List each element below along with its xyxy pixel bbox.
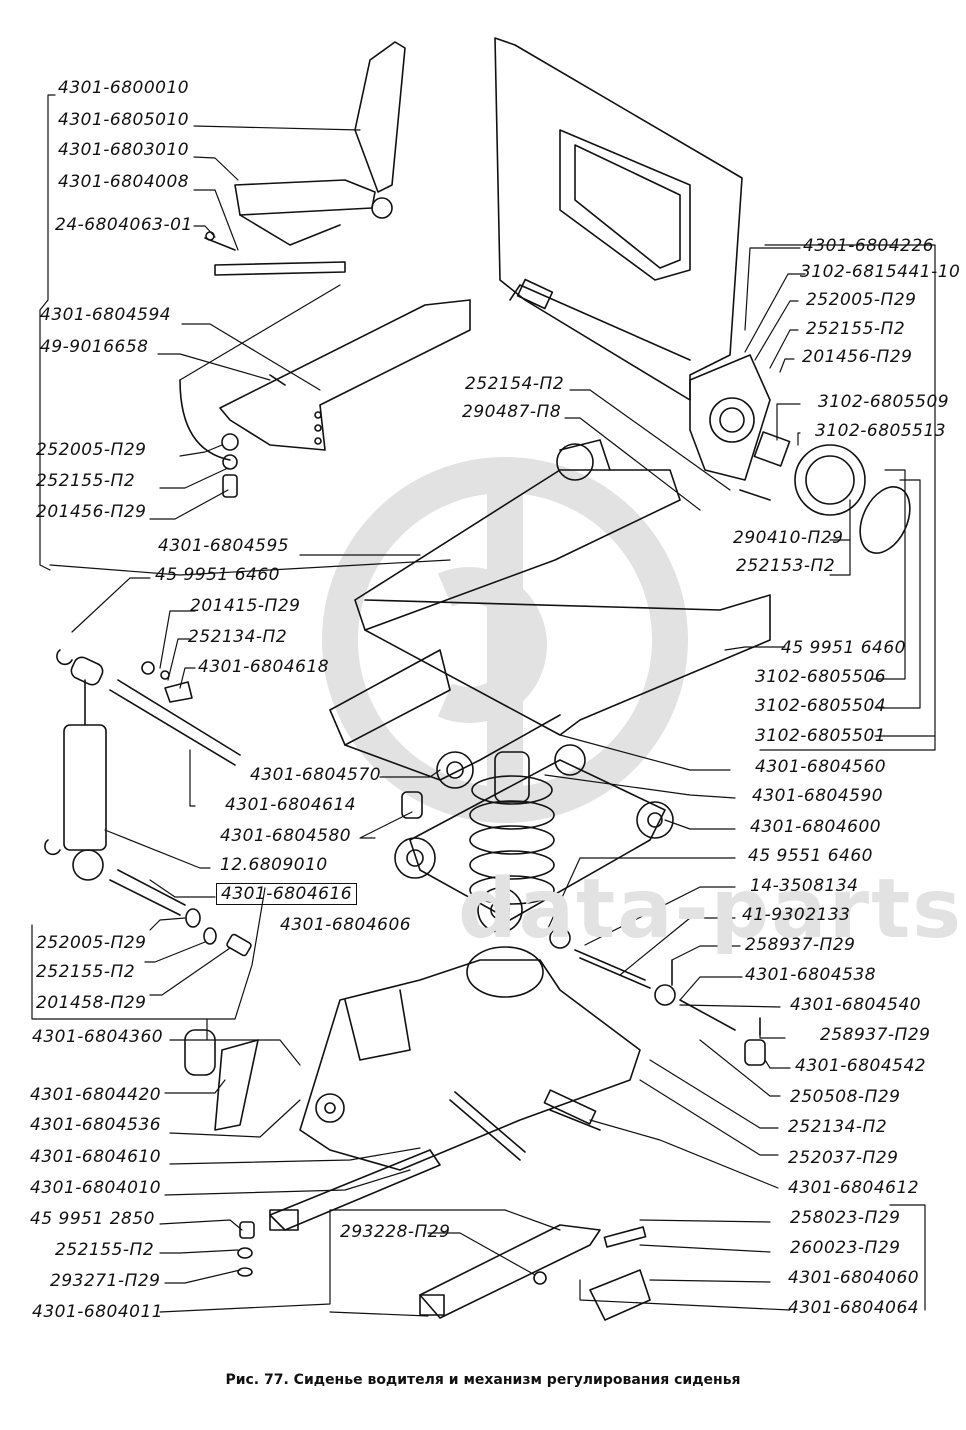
part-label: 45 9551 6460 <box>748 846 873 866</box>
part-label: 201456-П29 <box>802 347 913 367</box>
part-label: 4301-6804420 <box>30 1085 162 1105</box>
part-label: 4301-6804590 <box>752 786 884 806</box>
part-label: 4301-6804011 <box>32 1302 164 1322</box>
part-label: 252005-П29 <box>806 290 917 310</box>
slides-drawing <box>237 1149 651 1321</box>
part-label: 252155-П2 <box>36 962 136 982</box>
part-label: 201456-П29 <box>36 502 147 522</box>
part-label: 258023-П29 <box>790 1208 901 1228</box>
watermark-logo <box>322 457 688 823</box>
leader-lines <box>31 94 936 1317</box>
seat-back-frame-drawing <box>494 37 771 481</box>
part-label: 4301-6804008 <box>58 172 190 192</box>
part-label: 252134-П2 <box>188 627 288 647</box>
seat-assembly-drawing <box>204 41 406 276</box>
part-label: 201458-П29 <box>36 993 147 1013</box>
part-label: 4301-6804610 <box>30 1147 162 1167</box>
part-label: 4301-6804560 <box>755 757 887 777</box>
part-label: 4301-6804542 <box>795 1056 927 1076</box>
figure-caption: Рис. 77. Сиденье водителя и механизм рег… <box>225 1372 741 1388</box>
part-label: 290487-П8 <box>462 402 562 422</box>
part-label: 252005-П29 <box>36 933 147 953</box>
part-label: 3102-6805501 <box>755 726 887 746</box>
part-label: 4301-6804614 <box>225 795 357 815</box>
part-label: 252155-П2 <box>55 1240 155 1260</box>
part-label: 252155-П2 <box>806 319 906 339</box>
part-label: 252154-П2 <box>465 374 565 394</box>
part-label: 4301-6804540 <box>790 995 922 1015</box>
part-label-boxed: 4301-6804616 <box>216 883 358 905</box>
part-label: 3102-6805509 <box>818 392 950 412</box>
part-label: 4301-6804606 <box>280 915 412 935</box>
part-label: 4301-6804064 <box>788 1298 920 1318</box>
part-label: 4301-6804612 <box>788 1178 920 1198</box>
part-label: 41-9302133 <box>742 905 851 925</box>
part-label: 4301-6804538 <box>745 965 877 985</box>
part-label: 45 9951 6460 <box>155 565 280 585</box>
part-label: 252037-П29 <box>788 1148 899 1168</box>
part-label: 4301-6804536 <box>30 1115 162 1135</box>
part-label: 4301-6804580 <box>220 826 352 846</box>
part-label: 252153-П2 <box>736 556 836 576</box>
part-label: 252005-П29 <box>36 440 147 460</box>
part-label: 4301-6804010 <box>30 1178 162 1198</box>
part-label: 24-6804063-01 <box>55 215 193 235</box>
shock-absorber-drawing <box>44 649 241 916</box>
part-label: 4301-6804594 <box>40 305 172 325</box>
part-label: 260023-П29 <box>790 1238 901 1258</box>
part-label: 290410-П29 <box>733 528 844 548</box>
part-label: 3102-6805504 <box>755 696 887 716</box>
part-label: 3102-6805506 <box>755 667 887 687</box>
part-label: 4301-6804060 <box>788 1268 920 1288</box>
bracket-drawing <box>179 299 471 498</box>
part-label: 45 9951 6460 <box>781 638 906 658</box>
part-label: 4301-6804226 <box>803 236 935 256</box>
part-label: 14-3508134 <box>750 876 859 896</box>
part-label: 45 9951 2850 <box>30 1209 155 1229</box>
part-label: 201415-П29 <box>190 596 301 616</box>
part-label: 12.6809010 <box>220 855 328 875</box>
part-label: 4301-6804618 <box>198 657 330 677</box>
part-label: 293228-П29 <box>340 1222 451 1242</box>
part-label: 250508-П29 <box>790 1087 901 1107</box>
part-label: 49-9016658 <box>40 337 149 357</box>
part-label: 3102-6815441-10 <box>800 262 961 282</box>
part-label: 4301-6800010 <box>58 78 190 98</box>
part-label: 258937-П29 <box>820 1025 931 1045</box>
part-label: 4301-6804360 <box>32 1027 164 1047</box>
part-label: 258937-П29 <box>745 935 856 955</box>
part-label: 4301-6804595 <box>158 536 290 556</box>
watermark-text: data-parts <box>458 862 964 957</box>
part-label: 4301-6805010 <box>58 110 190 130</box>
part-label: 4301-6804600 <box>750 817 882 837</box>
part-label: 293271-П29 <box>50 1271 161 1291</box>
part-label: 252134-П2 <box>788 1117 888 1137</box>
spring-lower-lever-drawing <box>394 744 674 933</box>
part-label: 3102-6805513 <box>815 421 947 441</box>
part-label: 4301-6803010 <box>58 140 190 160</box>
part-label: 252155-П2 <box>36 471 136 491</box>
part-label: 4301-6804570 <box>250 765 382 785</box>
